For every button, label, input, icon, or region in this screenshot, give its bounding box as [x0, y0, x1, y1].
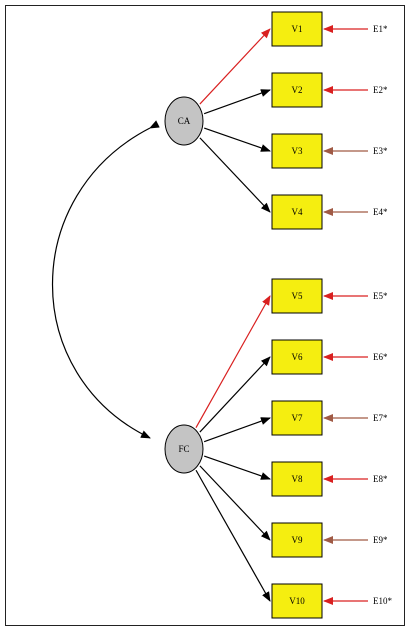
loading-arrow-v2 — [203, 89, 271, 115]
variable-box-v9: V9 — [271, 522, 323, 558]
variable-box-v8: V8 — [271, 461, 323, 497]
error-label-e1: E1* — [373, 24, 388, 34]
loading-arrow-v3 — [204, 127, 271, 152]
variable-label-v10: V10 — [289, 596, 305, 606]
diagram-frame — [5, 5, 405, 626]
variable-box-v4: V4 — [271, 194, 323, 230]
covariance-arrow — [51, 120, 160, 439]
variable-label-v9: V9 — [292, 535, 303, 545]
error-label-e8: E8* — [373, 474, 388, 484]
variable-label-v4: V4 — [292, 207, 303, 217]
loading-arrow-v10 — [195, 469, 271, 602]
error-label-e10: E10* — [373, 596, 392, 606]
variable-box-v1: V1 — [271, 11, 323, 47]
variable-label-v8: V8 — [292, 474, 303, 484]
loading-arrow-v9 — [199, 465, 271, 541]
variable-box-v3: V3 — [271, 133, 323, 169]
error-label-e6: E6* — [373, 352, 388, 362]
variable-label-v3: V3 — [292, 146, 303, 156]
variable-box-v6: V6 — [271, 339, 323, 375]
error-label-e4: E4* — [373, 207, 388, 217]
variable-box-v5: V5 — [271, 278, 323, 314]
variable-box-v7: V7 — [271, 400, 323, 436]
variable-label-v2: V2 — [292, 85, 303, 95]
variable-label-v1: V1 — [292, 24, 303, 34]
factor-label-ca: CA — [178, 116, 191, 126]
variable-label-v7: V7 — [292, 413, 303, 423]
loading-arrow-v7 — [203, 417, 271, 443]
variable-label-v6: V6 — [292, 352, 303, 362]
latent-factor-ca: CA — [164, 96, 204, 146]
loading-arrow-v4 — [199, 137, 271, 213]
loading-arrow-v5 — [195, 295, 271, 428]
latent-factor-fc: FC — [164, 424, 204, 474]
loading-arrow-v1 — [199, 28, 271, 105]
error-label-e9: E9* — [373, 535, 388, 545]
error-label-e2: E2* — [373, 85, 388, 95]
error-label-e3: E3* — [373, 146, 388, 156]
loading-arrow-v8 — [204, 455, 271, 480]
variable-box-v2: V2 — [271, 72, 323, 108]
loading-arrow-v6 — [199, 356, 271, 433]
error-label-e5: E5* — [373, 291, 388, 301]
variable-box-v10: V10 — [271, 583, 323, 619]
factor-label-fc: FC — [178, 444, 189, 454]
variable-label-v5: V5 — [292, 291, 303, 301]
error-label-e7: E7* — [373, 413, 388, 423]
